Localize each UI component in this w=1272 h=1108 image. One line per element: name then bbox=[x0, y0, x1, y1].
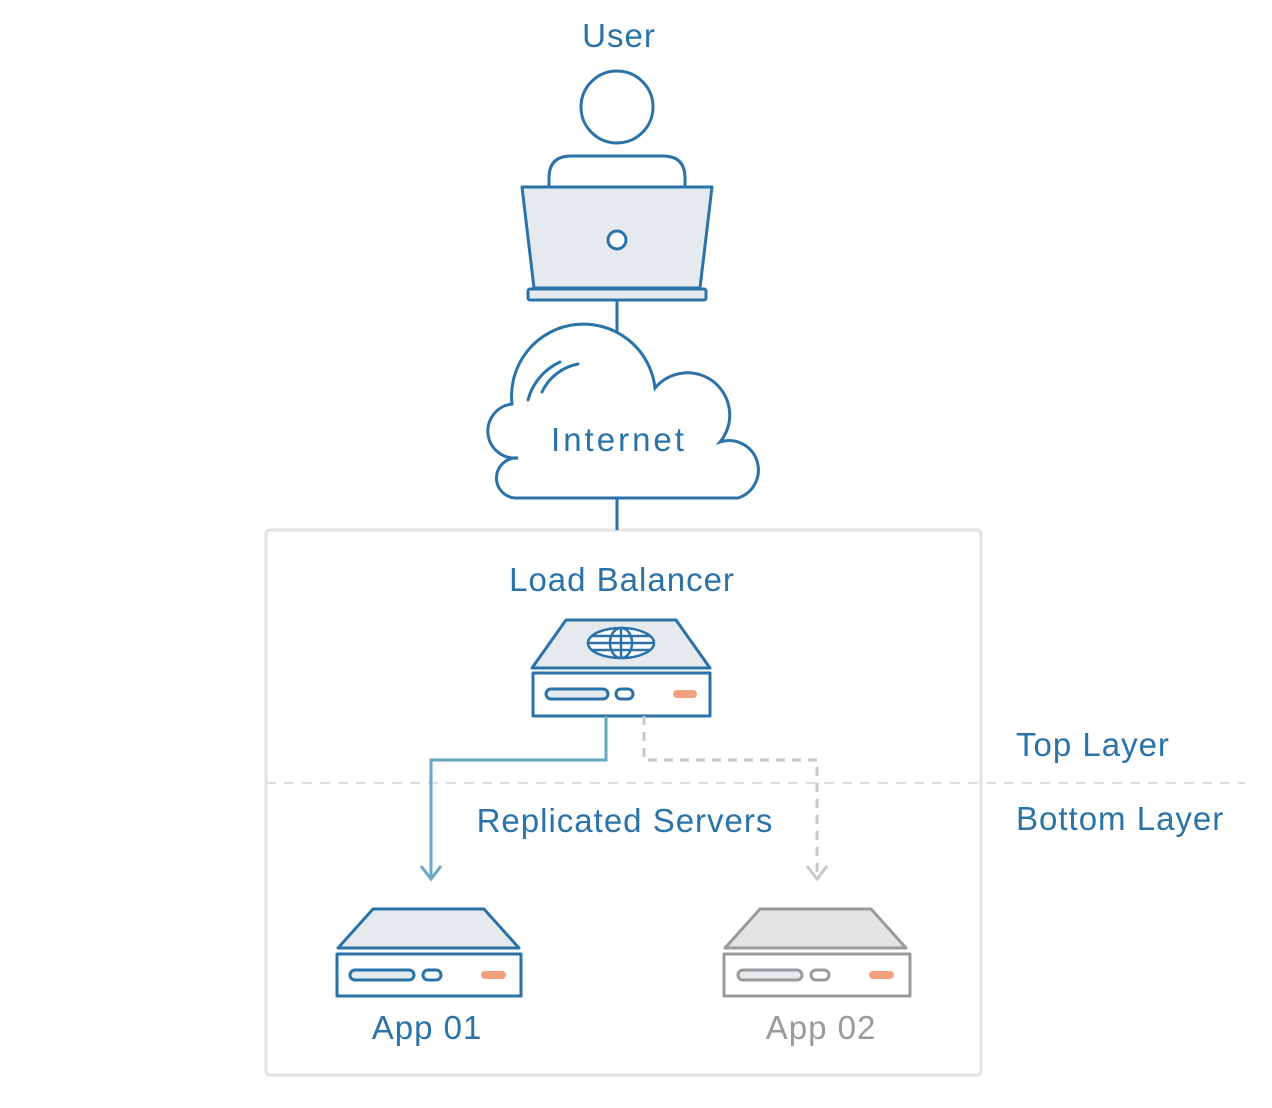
standby-route-arrow bbox=[642, 716, 829, 882]
server-icon bbox=[335, 907, 523, 998]
app02-label: App 02 bbox=[765, 1009, 877, 1046]
cloud-icon bbox=[486, 322, 760, 500]
internet-label: Internet bbox=[551, 421, 687, 458]
user-icon bbox=[547, 69, 687, 186]
infrastructure-container bbox=[264, 528, 983, 1077]
server-icon bbox=[722, 907, 912, 998]
active-route-arrow bbox=[419, 716, 608, 882]
globe-icon bbox=[586, 626, 656, 660]
load-balancer-label: Load Balancer bbox=[509, 561, 735, 598]
user-label: User bbox=[582, 17, 656, 54]
laptop-icon bbox=[520, 185, 714, 302]
replicated-servers-label: Replicated Servers bbox=[476, 802, 774, 839]
bottom-layer-label: Bottom Layer bbox=[1016, 800, 1225, 837]
top-layer-label: Top Layer bbox=[1016, 726, 1170, 763]
app01-label: App 01 bbox=[371, 1009, 483, 1046]
